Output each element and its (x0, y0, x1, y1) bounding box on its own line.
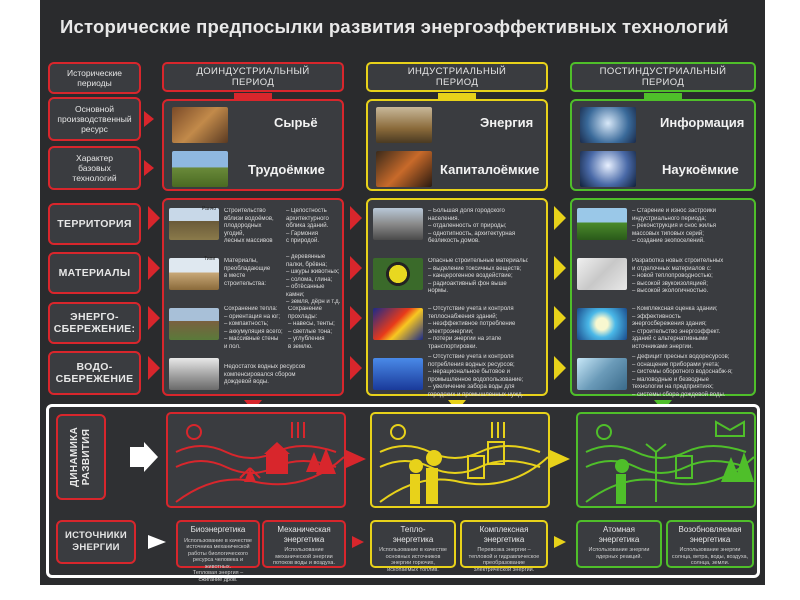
tech-keyword: Капиталоёмкие (440, 162, 540, 177)
source-desc: Перевозка энергии – тепловой и гидравлич… (468, 547, 540, 573)
resource-keyword: Сырьё (274, 115, 318, 130)
source-nuclear: Атомная энергетика Использование энергии… (576, 520, 662, 568)
radiation-icon (373, 258, 423, 290)
source-title: Биоэнергетика (190, 525, 246, 534)
label-periods: Исторические периоды (48, 62, 141, 94)
materials-left-text: Материалы, преобладающие в месте строите… (224, 258, 271, 287)
connector-bar (644, 93, 682, 100)
materials-text: Разработка новых строительных и отделочн… (632, 258, 724, 294)
energy-right-text: Сохранение прохлады: – навесы, тенты; – … (288, 306, 335, 350)
tech-keyword: Наукоёмкие (662, 162, 739, 177)
energy-text: – Отсутствие учета и контроля теплоснабж… (428, 306, 516, 350)
connector-bar (234, 93, 272, 100)
header-industrial: ИНДУСТРИАЛЬНЫЙ ПЕРИОД (366, 62, 548, 92)
connector-bar (438, 93, 476, 100)
resource-keyword: Энергия (480, 115, 534, 130)
arrow-right-icon (148, 535, 166, 549)
source-title: Атомная энергетика (598, 525, 640, 544)
energy-left-text: Сохранение тепла: – ориентация на юг; – … (224, 306, 283, 350)
scene-post-industrial (576, 412, 756, 508)
territory-text: – Большая доля городского населения. – о… (428, 208, 516, 244)
photo-digital-face (580, 107, 636, 143)
photo-tipi (169, 258, 219, 290)
water-text: Недостаток водных ресурсов компенсировал… (224, 364, 306, 385)
arrow-right-icon (550, 450, 570, 468)
territory-text: – Старение и износ застройки индустриаль… (632, 208, 716, 244)
resource-keyword: Информация (660, 115, 745, 130)
label-sources: ИСТОЧНИКИ ЭНЕРГИИ (56, 520, 136, 564)
post-industrial-resource-panel: Информация Наукоёмкие (570, 99, 756, 191)
tech-keyword: Трудоёмкие (248, 162, 325, 177)
source-title: Комплексная энергетика (479, 525, 529, 544)
photo-factory (376, 107, 432, 143)
label-energy-saving: ЭНЕРГО- СБЕРЕЖЕНИЕ: (48, 302, 141, 344)
photo-village-house (169, 308, 219, 340)
arrow-right-icon (554, 536, 566, 548)
photo-eco-house (577, 208, 627, 240)
label-dynamics: ДИНАМИКА РАЗВИТИЯ (69, 427, 92, 487)
infographic: Исторические предпосылки развития энерго… (40, 0, 765, 585)
label-water-saving: ВОДО- СБЕРЕЖЕНИЕ (48, 351, 141, 395)
label-dynamics-box: ДИНАМИКА РАЗВИТИЯ (56, 414, 106, 500)
scene-pre-industrial (166, 412, 346, 508)
territory-left-text: Строительство вблизи водоёмов, плодородн… (224, 208, 274, 244)
photo-water-tap (373, 358, 423, 390)
caption-tipi: Типи (204, 256, 216, 262)
water-text: – Дефицит пресных водоресурсов; – оснаще… (632, 354, 733, 398)
arrow-right-icon (346, 450, 366, 468)
photo-water-meter (577, 358, 627, 390)
source-bioenergy: Биоэнергетика Использование в качестве и… (176, 520, 260, 583)
source-title: Механическая энергетика (277, 525, 331, 544)
territory-right-text: – Целостность архитектурного облика здан… (286, 208, 329, 244)
arrow-right-icon (130, 442, 158, 472)
source-thermal: Тепло- энергетика Использование в качест… (370, 520, 456, 573)
arrow-column-right (554, 206, 566, 380)
source-title: Возобновляемая энергетика (678, 525, 742, 544)
caption-ranch: Ранчо (202, 206, 217, 212)
water-text: – Отсутствие учета и контроля потреблени… (428, 354, 524, 398)
photo-ranch (169, 208, 219, 240)
label-tech: Характер базовых технологий (48, 146, 141, 190)
source-renewable: Возобновляемая энергетика Использование … (666, 520, 754, 568)
scene-industrial (370, 412, 550, 508)
energy-text: – Комплексная оценка зданий; – эффективн… (632, 306, 721, 350)
source-mechanical: Механическая энергетика Использование ме… (262, 520, 346, 568)
post-industrial-details-panel: – Старение и износ застройки индустриаль… (570, 198, 756, 398)
header-pre-industrial: ДОИНДУСТРИАЛЬНЫЙ ПЕРИОД (162, 62, 344, 92)
materials-right-text: – деревянные палки, брёвна; – шкуры живо… (286, 254, 341, 305)
header-post-industrial: ПОСТИНДУСТРИАЛЬНЫЙ ПЕРИОД (570, 62, 756, 92)
photo-farmer-horse (172, 151, 228, 187)
arrow-right-icon (144, 160, 154, 176)
label-territory: ТЕРРИТОРИЯ (48, 203, 141, 245)
photo-bison-hunt (172, 107, 228, 143)
source-desc: Использование в качестве основных источн… (379, 547, 447, 573)
source-desc: Использование энергии солнца, ветра, вод… (671, 547, 749, 566)
page-title: Исторические предпосылки развития энерго… (60, 16, 729, 37)
photo-workshop (376, 151, 432, 187)
photo-thermal-house (373, 308, 423, 340)
source-title: Тепло- энергетика (392, 525, 434, 544)
photo-robot-scientist (580, 151, 636, 187)
arrow-right-icon (352, 536, 364, 548)
materials-text: Опасные строительные материалы: – выделе… (428, 258, 529, 294)
source-complex: Комплексная энергетика Перевозка энергии… (460, 520, 548, 573)
arrow-column-mid (350, 206, 362, 380)
source-desc: Использование механической энергии поток… (273, 547, 335, 566)
arrow-column-left (148, 206, 160, 380)
pre-industrial-resource-panel: Сырьё Трудоёмкие (162, 99, 344, 191)
label-materials: МАТЕРИАЛЫ (48, 252, 141, 294)
photo-material-sample (577, 258, 627, 290)
industrial-resource-panel: Энергия Капиталоёмкие (366, 99, 548, 191)
label-resource: Основной производственный ресурс (48, 97, 141, 141)
photo-rain-barrel (169, 358, 219, 390)
photo-apartment-blocks (373, 208, 423, 240)
source-desc: Использование энергии ядерных реакций. (588, 547, 650, 560)
pre-industrial-details-panel: Ранчо Строительство вблизи водоёмов, пло… (162, 198, 344, 396)
source-desc: Использование в качестве источника механ… (184, 537, 252, 583)
photo-energy-bulb (577, 308, 627, 340)
industrial-details-panel: – Большая доля городского населения. – о… (366, 198, 548, 398)
arrow-right-icon (144, 111, 154, 127)
